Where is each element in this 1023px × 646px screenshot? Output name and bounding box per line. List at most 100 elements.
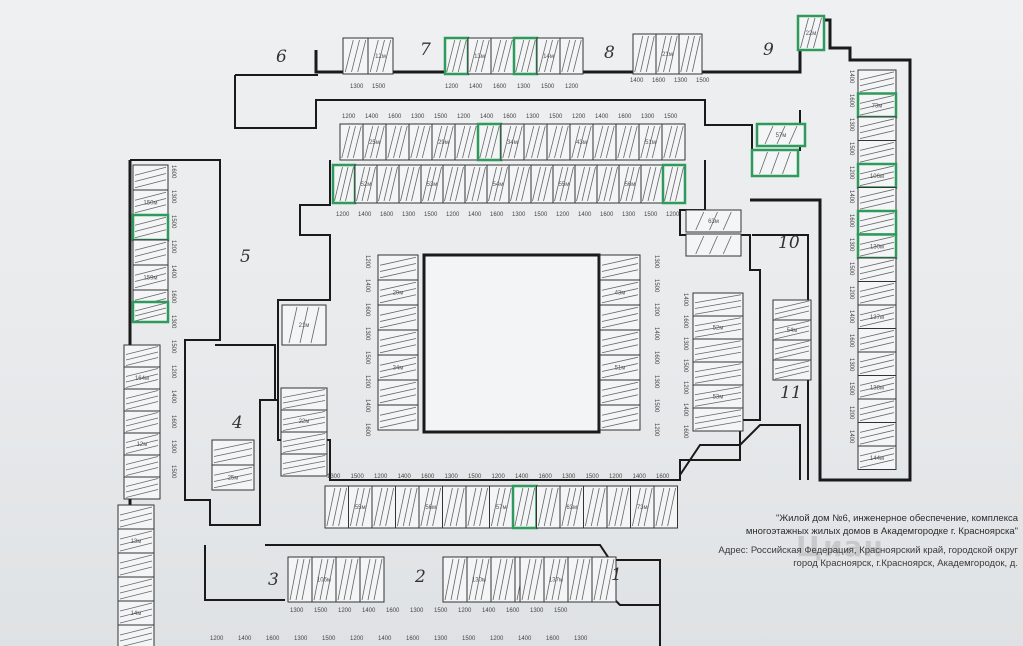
parking-stall[interactable] (692, 292, 744, 317)
parking-stall[interactable] (123, 388, 161, 412)
parking-stall[interactable] (377, 329, 419, 356)
parking-stall[interactable] (750, 148, 800, 178)
parking-stall[interactable] (574, 164, 598, 204)
parking-stall[interactable] (398, 164, 422, 204)
parking-stall[interactable] (117, 576, 155, 602)
parking-stall[interactable] (511, 484, 538, 530)
parking-stall[interactable] (377, 354, 419, 381)
parking-stall[interactable] (655, 33, 680, 75)
parking-stall[interactable] (123, 410, 161, 434)
parking-stall[interactable] (132, 264, 169, 291)
parking-stall[interactable] (131, 213, 170, 242)
parking-stall[interactable] (857, 398, 897, 423)
parking-stall[interactable] (211, 439, 255, 466)
parking-stall[interactable] (640, 164, 664, 204)
parking-stall[interactable] (599, 379, 641, 406)
parking-stall[interactable] (490, 37, 515, 75)
parking-stall[interactable] (385, 123, 410, 161)
parking-stall[interactable] (857, 351, 897, 376)
parking-stall[interactable] (211, 464, 255, 491)
parking-stall[interactable] (123, 476, 161, 500)
parking-stall[interactable] (486, 164, 510, 204)
parking-stall[interactable] (591, 556, 617, 603)
parking-stall[interactable] (362, 123, 387, 161)
parking-stall[interactable] (335, 556, 361, 603)
parking-stall[interactable] (543, 556, 569, 603)
parking-stall[interactable] (559, 37, 584, 75)
parking-stall[interactable] (796, 14, 826, 52)
parking-stall[interactable] (857, 328, 897, 353)
parking-stall[interactable] (772, 339, 812, 361)
parking-stall[interactable] (131, 300, 170, 324)
parking-stall[interactable] (857, 187, 897, 212)
parking-stall[interactable] (530, 164, 554, 204)
parking-stall[interactable] (857, 257, 897, 282)
parking-stall[interactable] (685, 209, 742, 233)
parking-stall[interactable] (371, 485, 396, 529)
parking-stall[interactable] (857, 281, 897, 306)
parking-stall[interactable] (123, 366, 161, 390)
parking-stall[interactable] (442, 485, 467, 529)
parking-stall[interactable] (596, 164, 620, 204)
parking-stall[interactable] (339, 123, 364, 161)
parking-stall[interactable] (661, 123, 686, 161)
parking-stall[interactable] (280, 387, 328, 411)
parking-stall[interactable] (476, 122, 503, 162)
parking-stall[interactable] (632, 33, 657, 75)
parking-stall[interactable] (536, 485, 561, 529)
parking-stall[interactable] (856, 233, 898, 260)
parking-stall[interactable] (552, 164, 576, 204)
parking-stall[interactable] (490, 556, 516, 603)
parking-stall[interactable] (117, 504, 155, 530)
parking-stall[interactable] (442, 556, 468, 603)
parking-stall[interactable] (546, 123, 571, 161)
parking-stall[interactable] (615, 123, 640, 161)
parking-stall[interactable] (599, 254, 641, 281)
parking-stall[interactable] (132, 239, 169, 266)
parking-stall[interactable] (280, 453, 328, 477)
parking-stall[interactable] (123, 344, 161, 368)
parking-stall[interactable] (772, 299, 812, 321)
parking-stall[interactable] (280, 409, 328, 433)
parking-stall[interactable] (772, 359, 812, 381)
parking-stall[interactable] (132, 164, 169, 191)
parking-stall[interactable] (123, 454, 161, 478)
parking-stall[interactable] (465, 485, 490, 529)
parking-stall[interactable] (508, 164, 532, 204)
parking-stall[interactable] (324, 485, 349, 529)
parking-stall[interactable] (692, 407, 744, 432)
parking-stall[interactable] (638, 123, 663, 161)
parking-stall[interactable] (117, 552, 155, 578)
parking-stall[interactable] (132, 189, 169, 216)
parking-stall[interactable] (523, 123, 548, 161)
parking-stall[interactable] (857, 116, 897, 141)
parking-stall[interactable] (592, 123, 617, 161)
parking-stall[interactable] (692, 338, 744, 363)
parking-stall[interactable] (755, 122, 807, 148)
parking-stall[interactable] (618, 164, 642, 204)
parking-stall[interactable] (342, 37, 369, 75)
parking-stall[interactable] (408, 123, 433, 161)
parking-stall[interactable] (281, 304, 327, 346)
parking-stall[interactable] (599, 304, 641, 331)
parking-stall[interactable] (599, 404, 641, 431)
parking-stall[interactable] (367, 37, 394, 75)
parking-stall[interactable] (348, 485, 373, 529)
parking-stall[interactable] (630, 485, 655, 529)
parking-stall[interactable] (442, 164, 466, 204)
parking-stall[interactable] (117, 528, 155, 554)
parking-stall[interactable] (857, 140, 897, 165)
parking-stall[interactable] (856, 162, 898, 189)
parking-stall[interactable] (519, 556, 545, 603)
parking-stall[interactable] (311, 556, 337, 603)
parking-stall[interactable] (599, 354, 641, 381)
parking-stall[interactable] (117, 600, 155, 626)
parking-stall[interactable] (856, 209, 898, 236)
parking-stall[interactable] (443, 36, 470, 76)
parking-stall[interactable] (569, 123, 594, 161)
parking-stall[interactable] (117, 624, 155, 646)
parking-stall[interactable] (377, 254, 419, 281)
parking-stall[interactable] (377, 404, 419, 431)
parking-stall[interactable] (512, 36, 539, 76)
parking-stall[interactable] (359, 556, 385, 603)
